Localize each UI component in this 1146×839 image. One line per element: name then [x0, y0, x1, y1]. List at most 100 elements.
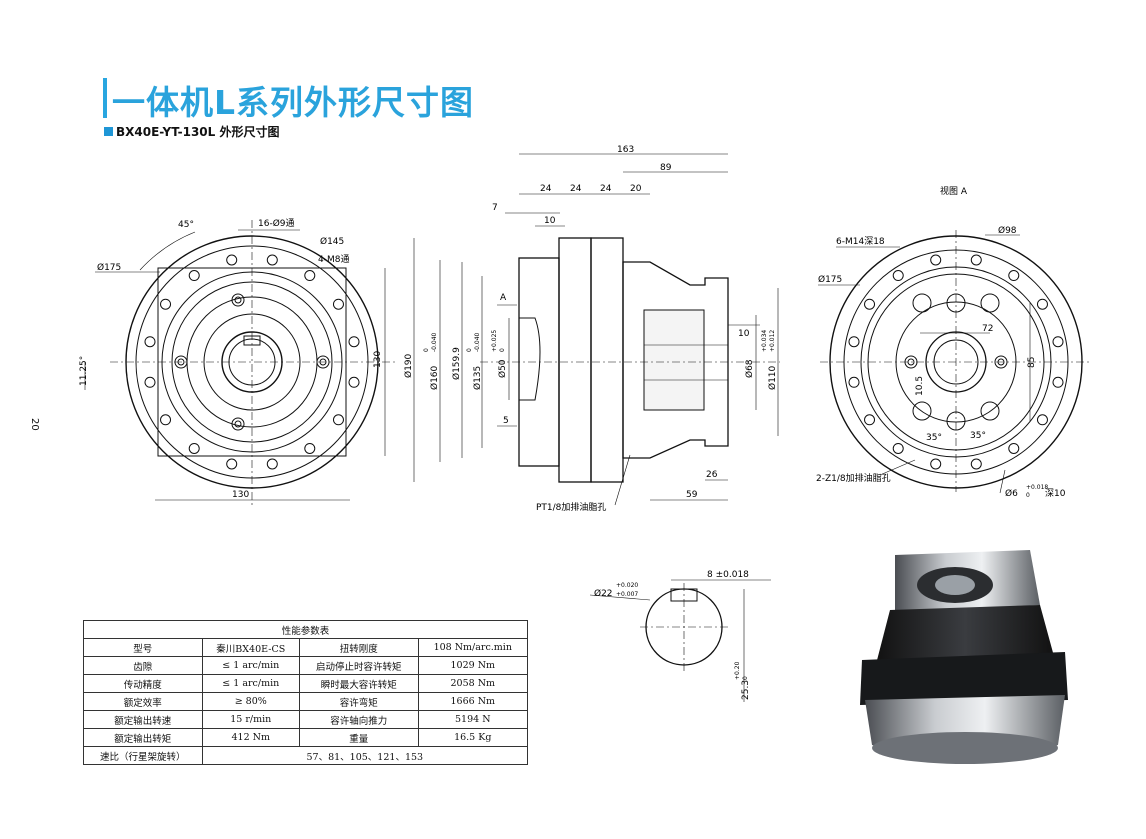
view-a-note-tol-top: +0.018 [1026, 484, 1048, 491]
table-cell: ≥ 80% [201, 692, 300, 711]
view-a-dim-m14: 6-M14深18 [836, 236, 885, 247]
table-cell: 16.5 Kg [417, 728, 529, 747]
bolt-hole [892, 270, 904, 282]
bolt-hole [864, 298, 876, 310]
side-note: PT1/8加排油脂孔 [536, 501, 606, 513]
table-cell: 齿隙 [83, 656, 203, 675]
side-dim-135-tol-top: 0 [466, 348, 473, 352]
table-cell: 瞬时最大容许转矩 [298, 674, 419, 693]
side-dim-26: 26 [706, 470, 718, 480]
table-cell: 重量 [298, 728, 419, 747]
side-dim-10r: 10 [738, 329, 750, 339]
shaft-dim-height-tol-top: +0.20 [734, 661, 741, 680]
performance-table: 性能参数表 型号 秦川BX40E-CS 扭转刚度 108 Nm/arc.min … [83, 620, 529, 765]
bolt-hole [188, 270, 200, 282]
table-cell: 1029 Nm [417, 656, 529, 675]
table-cell: 额定效率 [83, 692, 203, 711]
side-dim-5: 5 [503, 416, 509, 426]
bolt-hole [970, 254, 982, 266]
side-dim-24c: 24 [600, 184, 612, 194]
side-dim-10: 10 [544, 216, 556, 226]
side-view-a-marker: A [500, 293, 507, 303]
front-view [84, 220, 395, 505]
table-cell: 速比（行星架旋转） [83, 746, 203, 765]
table-cell: 5194 N [417, 710, 529, 729]
view-a-dim-98: Ø98 [998, 225, 1017, 236]
table-cell: 扭转刚度 [298, 638, 419, 657]
table-cell: 57、81、105、121、153 [201, 746, 529, 765]
bolt-hole [144, 376, 156, 388]
bolt-hole [348, 336, 360, 348]
bolt-hole [930, 254, 942, 266]
view-a-dim-35a: 35° [926, 433, 942, 443]
view-a-note-depth: 深10 [1045, 488, 1066, 499]
side-dim-50: Ø50 [497, 359, 508, 378]
table-cell: 容许弯矩 [298, 692, 419, 711]
bolt-hole [160, 298, 172, 310]
bolt-hole [226, 458, 238, 470]
side-dim-24b: 24 [570, 184, 582, 194]
side-dim-59: 59 [686, 490, 698, 500]
view-a-title: 视图 A [940, 185, 968, 197]
table-row: 速比（行星架旋转） 57、81、105、121、153 [83, 746, 529, 765]
side-dim-50-tol-bottom: 0 [499, 348, 506, 352]
front-dim-holes: 16-Ø9通 [258, 218, 295, 229]
page-title: 一体机L系列外形尺寸图 [112, 83, 475, 122]
table-cell: 秦川BX40E-CS [201, 638, 300, 657]
side-dim-20: 20 [630, 184, 642, 194]
table-cell: 412 Nm [201, 728, 300, 747]
view-a-note-left: 2-Z1/8加排油脂孔 [816, 472, 891, 484]
side-dim-135-tol-bottom: -0.040 [474, 332, 481, 352]
side-dim-159: Ø159.9 [451, 347, 462, 380]
view-a [818, 230, 1090, 494]
view-a-dim-72: 72 [982, 324, 993, 334]
shaft-dim-dia: Ø22 [594, 588, 613, 599]
table-cell: 启动停止时容许转矩 [298, 656, 419, 675]
table-row: 额定输出转矩 412 Nm 重量 16.5 Kg [83, 728, 529, 747]
bolt-hole [848, 336, 860, 348]
bolt-hole [332, 414, 344, 426]
front-dim-height: 130 [373, 351, 383, 368]
shaft-dim-height-tol-bottom: 0 [742, 676, 749, 680]
bolt-hole [930, 458, 942, 470]
side-dim-7: 7 [492, 203, 498, 213]
table-cell: 传动精度 [83, 674, 203, 693]
bolt-hole [348, 376, 360, 388]
table-row: 传动精度 ≤ 1 arc/min 瞬时最大容许转矩 2058 Nm [83, 674, 529, 693]
bolt-hole [226, 254, 238, 266]
bolt-hole [144, 336, 156, 348]
table-cell: 型号 [83, 638, 203, 657]
front-dim-m8: 4-M8通 [318, 254, 349, 265]
side-dim-89: 89 [660, 163, 672, 173]
table-row: 齿隙 ≤ 1 arc/min 启动停止时容许转矩 1029 Nm [83, 656, 529, 675]
front-dim-45: 45° [178, 220, 194, 230]
front-dim-angle: 11.25° [79, 356, 89, 386]
table-title: 性能参数表 [83, 620, 528, 639]
front-dim-145: Ø145 [320, 236, 344, 247]
bolt-hole [188, 442, 200, 454]
bolt-hole [892, 442, 904, 454]
side-dim-163: 163 [617, 145, 634, 155]
bolt-hole [304, 270, 316, 282]
side-dim-50-tol-top: +0.025 [491, 330, 498, 352]
side-dim-110-tol-top: +0.034 [761, 330, 768, 352]
side-dim-110-tol-bottom: +0.012 [769, 330, 776, 352]
bolt-hole [1008, 442, 1020, 454]
shaft-dim-height: 25.3 [741, 680, 751, 700]
bolt-hole [160, 414, 172, 426]
table-cell: 108 Nm/arc.min [417, 638, 529, 657]
shaft-dim-key: 8 ±0.018 [707, 570, 749, 580]
bolt-hole [1052, 336, 1064, 348]
table-cell: ≤ 1 arc/min [201, 674, 300, 693]
drawing-subtitle: BX40E-YT-130L 外形尺寸图 [116, 125, 280, 139]
side-dim-160-tol-bottom: -0.040 [431, 332, 438, 352]
side-view [413, 153, 780, 506]
bolt-hole [1008, 270, 1020, 282]
table-cell: 2058 Nm [417, 674, 529, 693]
subtitle-marker [104, 127, 113, 136]
side-dim-68: Ø68 [744, 359, 755, 378]
bolt-hole [970, 458, 982, 470]
bolt-hole [332, 298, 344, 310]
view-a-dim-85: 85 [1027, 357, 1037, 368]
